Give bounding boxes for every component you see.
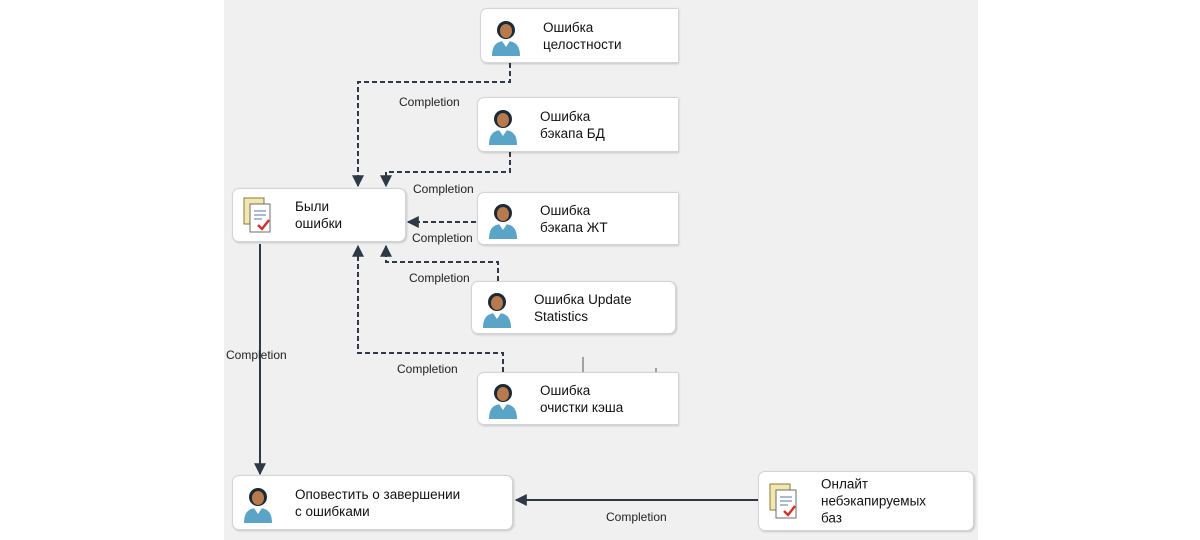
person-icon [489, 16, 523, 56]
person-icon [480, 288, 514, 328]
task-notify-errors[interactable]: Оповестить о завершении с ошибками [232, 475, 513, 530]
connector-integrity[interactable] [352, 63, 511, 188]
connector-label-jt-backup: Completion [412, 231, 473, 245]
person-icon [486, 379, 520, 419]
task-label: Ошибка бэкапа БД [540, 108, 605, 141]
connector-label-online-to-notify: Completion [606, 510, 667, 524]
connector-label-integrity: Completion [399, 95, 460, 109]
person-icon [486, 199, 520, 239]
task-label: Онлайт небэкапируемых баз [821, 476, 927, 526]
connector-label-cache: Completion [397, 362, 458, 376]
task-db-backup-error[interactable]: Ошибка бэкапа БД [477, 97, 678, 152]
task-cache-clear-error[interactable]: Ошибка очистки кэша [477, 372, 678, 425]
connector-label-update-stats: Completion [409, 271, 470, 285]
connector-label-db-backup: Completion [413, 182, 474, 196]
task-label: Ошибка очистки кэша [540, 382, 624, 415]
connector-update-stats[interactable] [380, 244, 499, 281]
task-online-unbacked[interactable]: Онлайт небэкапируемых баз [758, 471, 974, 531]
connector-label-had-errors-to-notify: Completion [226, 348, 287, 362]
task-label: Оповестить о завершении с ошибками [295, 486, 461, 519]
person-icon [486, 105, 520, 145]
person-icon [241, 483, 275, 523]
task-integrity-error[interactable]: Ошибка целостности [480, 8, 678, 63]
task-label: Ошибка Update Statistics [534, 291, 632, 324]
task-jt-backup-error[interactable]: Ошибка бэкапа ЖТ [477, 192, 678, 245]
script-task-icon [767, 481, 801, 521]
design-canvas[interactable] [224, 0, 978, 540]
task-label: Ошибка целостности [543, 19, 622, 52]
task-had-errors[interactable]: Были ошибки [232, 188, 406, 242]
task-label: Были ошибки [295, 199, 343, 231]
task-update-stats-error[interactable]: Ошибка Update Statistics [471, 281, 676, 334]
connector-db-backup[interactable] [380, 152, 511, 188]
connector-cache[interactable] [352, 244, 504, 372]
task-label: Ошибка бэкапа ЖТ [540, 202, 608, 235]
script-task-icon [241, 195, 275, 235]
